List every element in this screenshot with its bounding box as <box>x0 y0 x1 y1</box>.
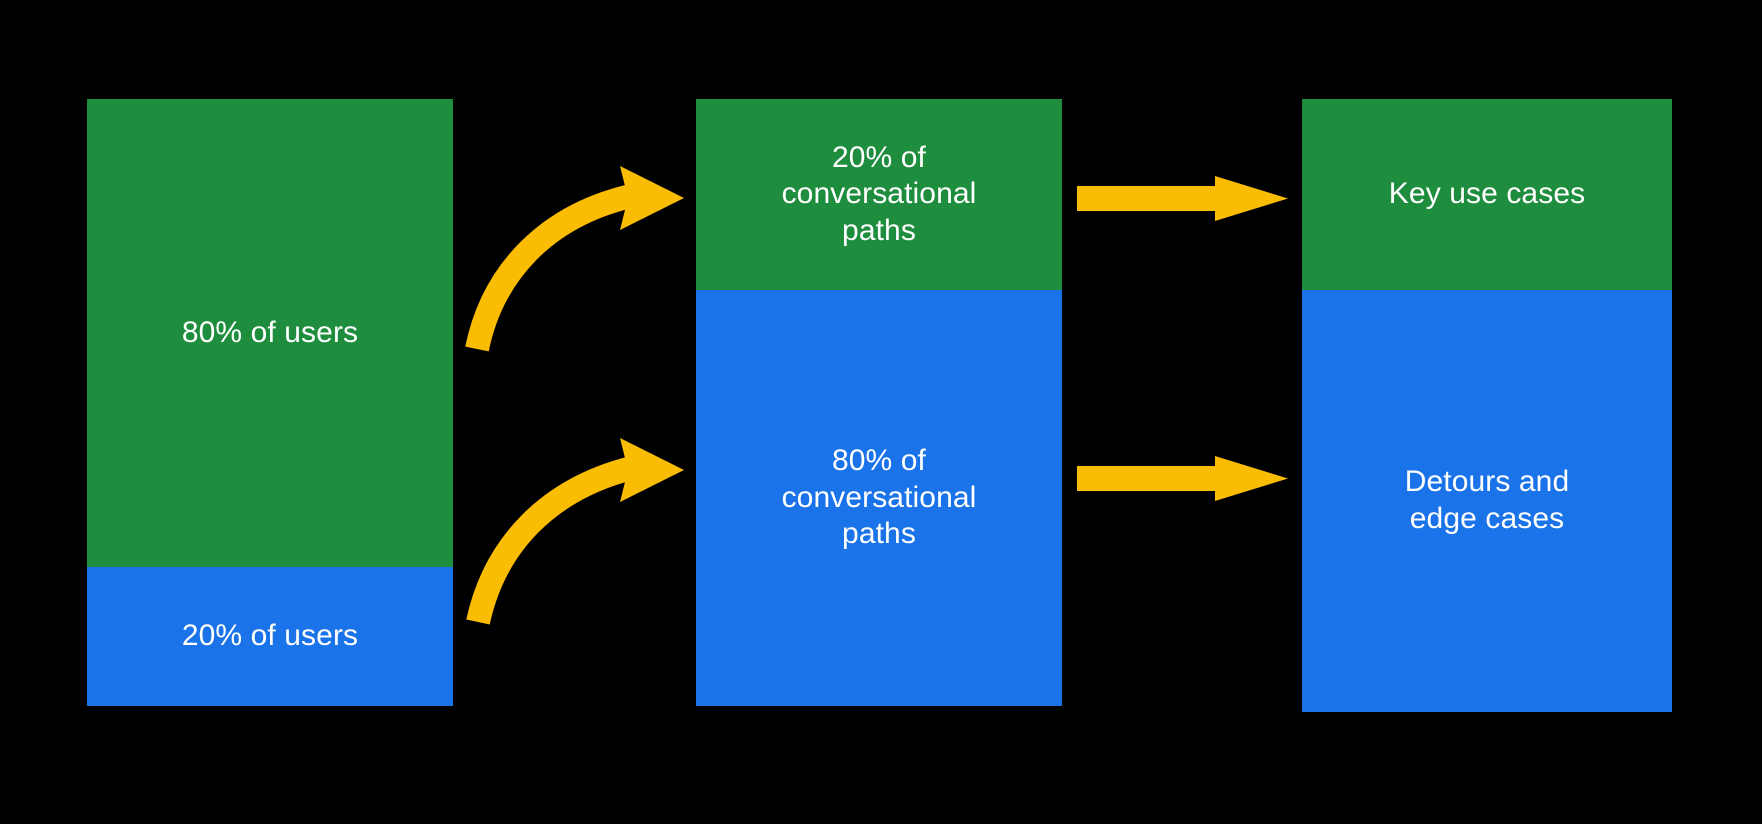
segment-paths-key: 20% of conversational paths <box>696 99 1062 290</box>
segment-outcome-key-use-cases: Key use cases <box>1302 99 1672 290</box>
segment-users-majority: 80% of users <box>87 99 453 567</box>
segment-outcome-detours-label: Detours and edge cases <box>1404 465 1570 535</box>
segment-paths-key-label: 20% of conversational paths <box>781 140 977 247</box>
segment-paths-edge: 80% of conversational paths <box>696 290 1062 706</box>
segment-outcome-detours: Detours and edge cases <box>1302 290 1672 712</box>
curved-arrow-users-majority-to-key-paths-icon <box>465 166 684 352</box>
straight-arrow-key-paths-to-key-use-cases-icon <box>1077 176 1288 221</box>
segment-users-minority: 20% of users <box>87 567 453 706</box>
column-users: 80% of users 20% of users <box>87 99 453 706</box>
segment-paths-edge-label: 80% of conversational paths <box>781 444 977 551</box>
straight-arrow-edge-paths-to-detours-icon <box>1077 456 1288 501</box>
segment-users-minority-label: 20% of users <box>181 619 359 653</box>
segment-users-majority-label: 80% of users <box>181 315 359 349</box>
curved-arrow-users-minority-to-edge-paths-icon <box>466 438 684 625</box>
segment-outcome-key-use-cases-label: Key use cases <box>1388 177 1586 211</box>
column-outcomes: Key use cases Detours and edge cases <box>1302 99 1672 712</box>
column-conversational-paths: 20% of conversational paths 80% of conve… <box>696 99 1062 706</box>
